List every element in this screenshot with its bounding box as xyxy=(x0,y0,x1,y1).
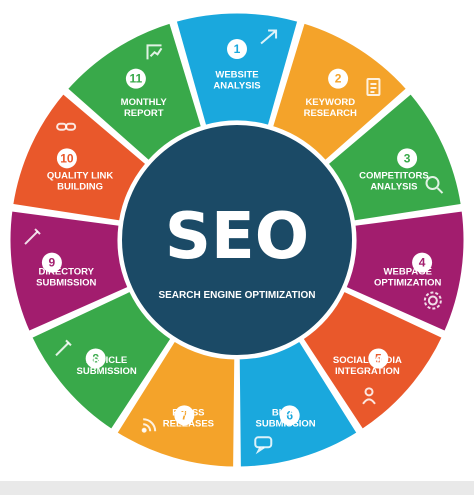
segment-label-line: WEBSITE xyxy=(215,70,258,81)
document-icon xyxy=(366,78,381,97)
segment-number: 7 xyxy=(181,408,188,422)
segment-label-line: MONTHLY xyxy=(121,97,168,108)
segment-label-line: SUBMISSION xyxy=(77,366,137,377)
number-badge xyxy=(85,348,106,369)
segment-number: 10 xyxy=(60,151,74,165)
segment-label-line: INTEGRATION xyxy=(335,366,400,377)
center-circle xyxy=(118,121,356,359)
segment-number: 6 xyxy=(286,408,293,422)
segment-label-line: SOCIAL MEDIA xyxy=(333,355,402,366)
number-badge xyxy=(328,68,349,89)
segment-label-line: SUBMISSION xyxy=(36,278,96,289)
trend-arrow-icon xyxy=(260,29,278,45)
segment-label-line: SUBMISSION xyxy=(256,419,316,430)
person-icon xyxy=(362,387,376,405)
segments-layer: 1WEBSITEANALYSIS2KEYWORDRESEARCH3COMPETI… xyxy=(7,10,467,470)
center-hub: SEO SEARCH ENGINE OPTIMIZATION xyxy=(118,121,356,359)
pencil-icon xyxy=(55,339,72,357)
pencil-icon xyxy=(24,228,41,245)
number-badge xyxy=(41,252,62,273)
segment-label-line: ARTICLE xyxy=(86,355,127,366)
segment-label-line: ANALYSIS xyxy=(213,81,260,92)
segment-label-line: WEBPAGE xyxy=(384,267,432,278)
segment-label-line: BUILDING xyxy=(57,181,103,192)
segment-label-line: RESEARCH xyxy=(304,108,357,119)
segment-label-line: REPORT xyxy=(124,108,164,119)
number-badge xyxy=(174,405,195,426)
number-badge xyxy=(279,405,300,426)
number-badge xyxy=(56,148,77,169)
segment-number: 11 xyxy=(130,72,143,86)
center-title: SEO xyxy=(165,200,309,274)
segment-number: 1 xyxy=(234,42,241,56)
number-badge xyxy=(227,39,247,59)
segment-label-line: KEYWORD xyxy=(305,97,355,108)
number-badge xyxy=(397,148,418,169)
gear-icon xyxy=(423,291,442,310)
segment-number: 8 xyxy=(92,351,99,365)
segment-label-line: ANALYSIS xyxy=(370,181,417,192)
number-badge xyxy=(125,68,146,89)
segment-number: 9 xyxy=(49,256,56,270)
segment-label-line: RELEASES xyxy=(163,419,214,430)
segment-number: 2 xyxy=(335,72,342,86)
link-icon xyxy=(56,122,77,131)
segment-label-line: QUALITY LINK xyxy=(47,170,113,181)
number-badge xyxy=(368,348,389,369)
center-subtitle: SEARCH ENGINE OPTIMIZATION xyxy=(158,290,315,301)
segment-label-line: PRESS xyxy=(172,408,204,419)
number-badge xyxy=(412,252,433,273)
seo-wheel: 1WEBSITEANALYSIS2KEYWORDRESEARCH3COMPETI… xyxy=(7,10,467,470)
footer-bar xyxy=(0,481,474,495)
report-icon xyxy=(146,44,163,60)
segment-number: 4 xyxy=(419,256,426,270)
segment-label-line: DIRECTORY xyxy=(39,267,95,278)
rss-icon xyxy=(141,418,157,433)
segment-label-line: BLOG xyxy=(272,408,299,419)
magnifier-icon xyxy=(425,176,444,194)
segment-number: 3 xyxy=(404,151,411,165)
segment-number: 5 xyxy=(375,351,382,365)
segment-label-line: COMPETITORS xyxy=(359,170,429,181)
chat-bubble-icon xyxy=(254,436,273,455)
segment-label-line: OPTIMIZATION xyxy=(374,278,442,289)
